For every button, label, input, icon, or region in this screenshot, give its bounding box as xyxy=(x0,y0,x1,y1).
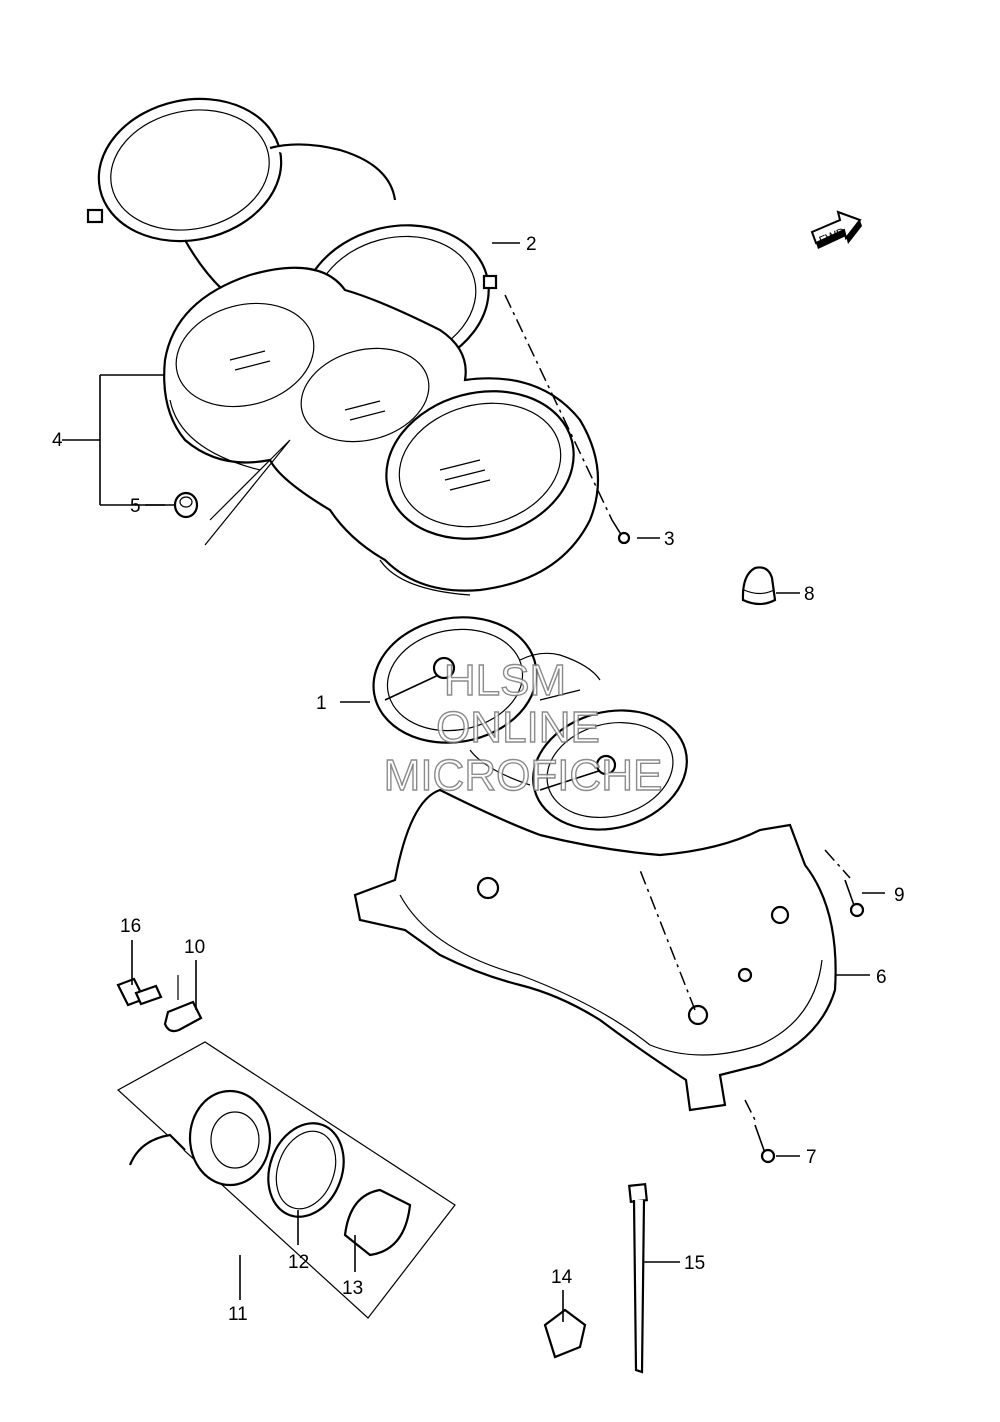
cap-part xyxy=(741,566,777,606)
watermark-line-3: MICROFICHE xyxy=(384,751,663,800)
callout-11: 11 xyxy=(228,1304,248,1325)
callout-13: 13 xyxy=(342,1278,363,1299)
callout-4: 4 xyxy=(52,430,63,451)
callout-9: 9 xyxy=(894,885,905,906)
clip-10-part xyxy=(163,975,203,1033)
watermark-line-2: ONLINE xyxy=(436,703,600,752)
watermark: HLSM ONLINE MICROFICHE xyxy=(383,655,663,800)
watermark-line-1: HLSM xyxy=(444,656,566,705)
meter-assembly-part xyxy=(372,616,688,831)
socket-kit-group xyxy=(116,1041,456,1319)
callout-12: 12 xyxy=(288,1252,309,1273)
screw-7-part xyxy=(754,1124,776,1164)
callout-16: 16 xyxy=(120,916,141,937)
callout-7: 7 xyxy=(806,1147,817,1168)
callout-8: 8 xyxy=(804,584,815,605)
callout-14: 14 xyxy=(551,1267,573,1288)
clamp-part xyxy=(543,1308,587,1359)
callout-6: 6 xyxy=(876,967,887,988)
callout-1: 1 xyxy=(316,693,327,714)
cable-tie-part xyxy=(627,1182,649,1374)
callout-3: 3 xyxy=(664,529,675,550)
screw-3-part xyxy=(611,519,631,545)
callout-2: 2 xyxy=(526,234,537,255)
bolt-part xyxy=(116,977,163,1007)
leader-lines xyxy=(62,242,885,1322)
grommet-part xyxy=(173,491,199,519)
screw-9-part xyxy=(844,879,865,918)
callout-15: 15 xyxy=(684,1253,705,1274)
fwd-arrow-icon: FWD xyxy=(810,210,862,249)
meter-case-part xyxy=(163,266,600,596)
callout-10: 10 xyxy=(184,937,205,958)
lower-case-part xyxy=(353,788,837,1112)
callout-5: 5 xyxy=(130,496,141,517)
